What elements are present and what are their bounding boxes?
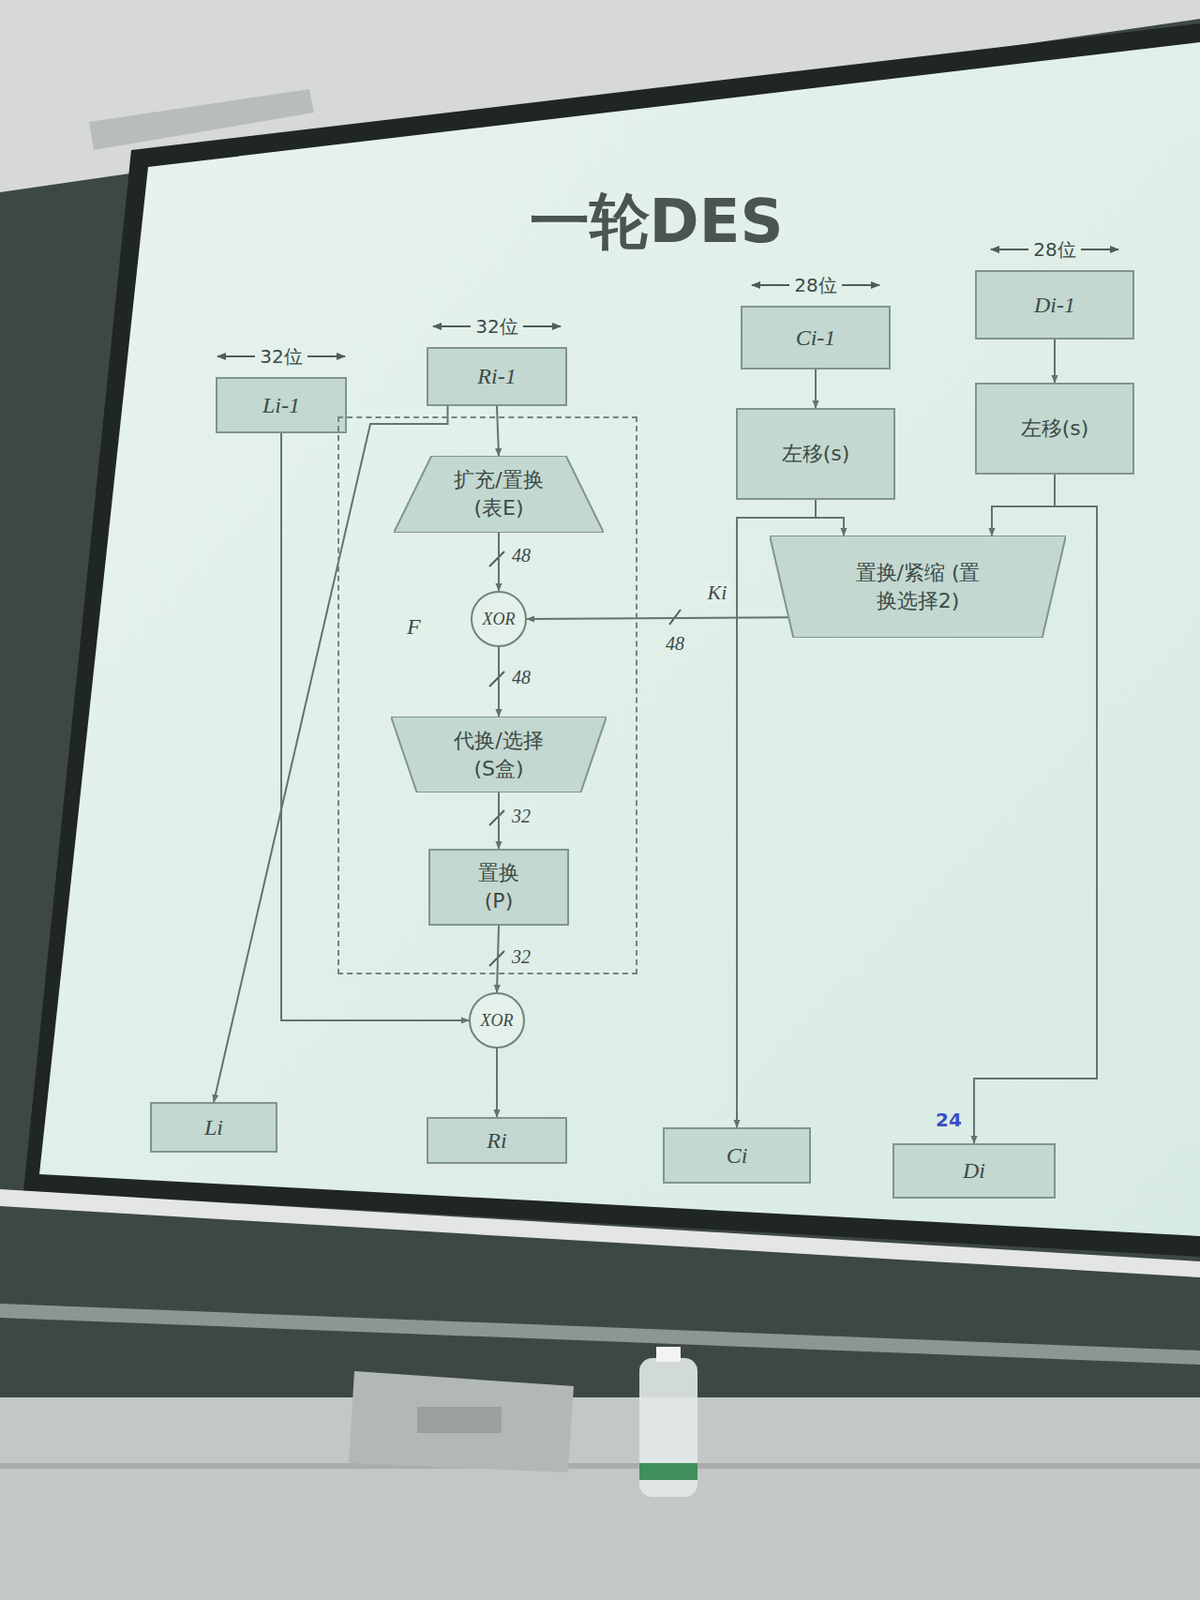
handwritten-note: 24	[935, 1108, 962, 1131]
water-bottle	[639, 1357, 698, 1497]
dimension-arrow	[217, 355, 255, 358]
node-label: 扩充/置换 (表E)	[442, 465, 555, 522]
trapezoid-outline	[390, 716, 607, 793]
node-label: Li	[204, 1111, 224, 1142]
signal-arrow	[496, 925, 499, 992]
bus-width-label: 32	[511, 945, 531, 968]
bottle-cap	[656, 1346, 681, 1362]
dimension-arrow	[433, 325, 471, 328]
bus-width-tick	[489, 810, 505, 825]
dimension-arrow	[990, 248, 1029, 251]
function-region: F 扩充/置换 (表E) XOR 代换/选择 (S盒) 置换 (P)	[337, 416, 638, 975]
bit-width-label: 32位	[259, 344, 302, 370]
desk-edge	[0, 1462, 1200, 1469]
signal-arrow	[497, 532, 500, 591]
monitor-back	[348, 1370, 574, 1472]
trapezoid-shape	[393, 455, 604, 533]
signal-arrow	[497, 792, 500, 849]
sbox-trapezoid: 代换/选择 (S盒)	[390, 716, 607, 793]
bottle-label	[639, 1462, 698, 1480]
bus-width-label: 48	[665, 632, 685, 655]
signal-arrow	[497, 646, 500, 717]
bit-width-label: 28位	[794, 272, 837, 299]
trapezoid-outline	[393, 455, 604, 533]
node-label: 置换/紧缩 (置换选择2)	[847, 558, 989, 615]
screen-casing	[23, 23, 1200, 1257]
signal-arrow	[496, 405, 499, 456]
node-label: 左移(s)	[1020, 414, 1090, 443]
register-box: Ri	[426, 1116, 568, 1164]
expansion-trapezoid: 扩充/置换 (表E)	[393, 455, 604, 533]
register-box: Ci-1	[740, 305, 891, 370]
node-label: 左移(s)	[781, 439, 851, 468]
node-label: Di-1	[1034, 289, 1076, 320]
bus-width-tick	[489, 671, 505, 687]
bit-width-label: 32位	[475, 314, 518, 340]
register-box: Li-1	[215, 376, 347, 434]
dimension-arrow	[751, 284, 790, 286]
register-box: Di-1	[975, 270, 1135, 340]
node-label: Ri-1	[477, 360, 516, 391]
node-label: Li-1	[262, 390, 300, 420]
node-label: 置换 (P)	[470, 858, 527, 915]
node-label: 代换/选择 (S盒)	[442, 726, 555, 782]
xor-circle: XOR	[468, 991, 525, 1049]
node-label: XOR	[482, 607, 516, 630]
compression-trapezoid: 置换/紧缩 (置换选择2)	[769, 535, 1066, 638]
shift-box: 左移(s)	[975, 382, 1135, 475]
bit-width-label: 28位	[1033, 237, 1076, 263]
dimension-arrow	[841, 284, 880, 286]
node-label: F	[406, 611, 421, 642]
dimension-arrow	[523, 325, 561, 328]
subkey-label: Ki	[705, 580, 731, 605]
dimension-arrow	[1080, 248, 1119, 251]
bus-width-tick	[489, 551, 505, 567]
signal-arrow	[495, 1048, 498, 1117]
signal-arrow	[991, 474, 1055, 536]
register-box: Di	[892, 1142, 1056, 1199]
bus-width-label: 48	[511, 544, 531, 567]
signal-arrow	[526, 616, 789, 619]
desk	[0, 1396, 1200, 1600]
trapezoid-shape	[769, 535, 1066, 638]
trapezoid-outline	[769, 535, 1066, 638]
register-box: Ci	[662, 1126, 811, 1184]
shift-box: 左移(s)	[735, 407, 896, 500]
trapezoid-shape	[390, 716, 607, 793]
node-label: Di	[962, 1155, 986, 1185]
slide-title: 一轮DES	[529, 180, 784, 263]
node-label: XOR	[480, 1008, 514, 1032]
xor-circle: XOR	[470, 590, 527, 647]
signal-arrow	[815, 499, 844, 536]
node-label: Ri	[486, 1125, 507, 1155]
bus-width-label: 48	[511, 666, 531, 689]
signal-arrow	[1053, 339, 1056, 383]
register-box: Li	[150, 1101, 278, 1153]
dimension-arrow	[307, 355, 345, 358]
bus-width-label: 32	[511, 805, 531, 827]
screen-rail	[0, 1188, 1200, 1277]
permutation-box: 置换 (P)	[428, 848, 570, 926]
node-label: Ci	[726, 1140, 749, 1170]
register-box: Ri-1	[426, 346, 568, 406]
projection-screen	[39, 42, 1200, 1236]
board-ledge	[0, 1303, 1200, 1365]
monitor-handle	[417, 1406, 502, 1433]
node-label: Ci-1	[795, 322, 837, 353]
signal-arrow	[814, 369, 817, 408]
